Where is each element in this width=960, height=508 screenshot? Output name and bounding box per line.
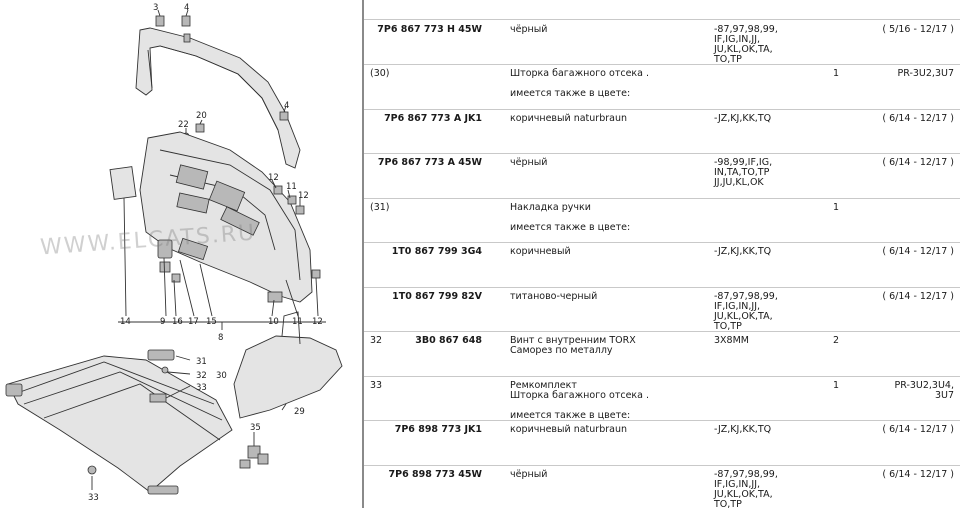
table-row: 7P6 867 773 H 45W чёрный -87,97,98,99, IF,… (364, 20, 960, 65)
callout-11: 11 (286, 182, 297, 192)
part-number-cell: 1T0 867 799 82V (392, 291, 482, 302)
table-row: 1T0 867 799 82V титаново-черный -87,97,98,… (364, 287, 960, 332)
callout-17: 17 (188, 317, 199, 327)
callout-12: 12 (312, 317, 323, 327)
parts-diagram: 3 4 4 20 22 12 11 12 14 9 16 17 15 10 11… (0, 0, 362, 508)
grip-part (147, 349, 175, 361)
table-row: 33 Ремкомплект Шторка багажного отсека . … (364, 376, 960, 421)
variant-codes-cell: -JZ,KJ,KK,TQ (714, 246, 772, 257)
table-row: 7P6 898 773 45W чёрный -87,97,98,99, IF,IG… (364, 465, 960, 508)
table-row: 7P6 867 773 A JK1 коричневый naturbraun -J… (364, 109, 960, 154)
table-row: (31) Накладка ручки имеется также в цвете… (364, 198, 960, 243)
callout-3: 3 (153, 3, 158, 13)
luggage-cover-roller (7, 355, 233, 493)
variant-codes-cell: -87,97,98,99, IF,IG,IN,JJ, JU,KL,OK,TA, … (714, 24, 778, 65)
description-cell: Винт с внутренним TORX Саморез по металл… (510, 335, 636, 356)
side-storage-panel (233, 335, 343, 419)
callout-9: 9 (160, 317, 165, 327)
clip-part (181, 15, 191, 27)
remark-cell: ( 6/14 - 12/17 ) (882, 469, 954, 480)
position-cell: 32 (370, 335, 383, 346)
parts-table: 7P6 867 773 H 45W чёрный -87,97,98,99, IF,… (364, 0, 960, 508)
description-cell: коричневый naturbraun (510, 113, 628, 124)
table-row: 1T0 867 799 3G4 коричневый -JZ,KJ,KK,TQ ( 6… (364, 242, 960, 288)
quantity-cell: 1 (832, 68, 840, 79)
description-cell: титаново-черный (510, 291, 598, 302)
callout-14: 14 (120, 317, 131, 327)
remark-cell: ( 6/14 - 12/17 ) (882, 113, 954, 124)
table-row: (30) Шторка багажного отсека . имеется та… (364, 64, 960, 110)
table-row: 32 3B0 867 648 Винт с внутренним TORX Само… (364, 331, 960, 377)
part-number-cell: 3B0 867 648 (415, 335, 482, 346)
callout-22: 22 (178, 120, 189, 130)
variant-codes-cell: -87,97,98,99, IF,IG,IN,JJ, JU,KL,OK,TA, … (714, 291, 778, 332)
remark-cell: ( 6/14 - 12/17 ) (882, 424, 954, 435)
callout-33: 33 (88, 493, 99, 503)
part-number-cell: 7P6 867 773 H 45W (377, 24, 482, 35)
position-cell: (31) (370, 202, 390, 213)
part-number-cell: 1T0 867 799 3G4 (391, 246, 482, 257)
callout-33: 33 (196, 383, 207, 393)
part-number-cell: 7P6 898 773 45W (388, 469, 482, 480)
variant-codes-cell: -98,99,IF,IG, IN,TA,TO,TP JJ,JU,KL,OK (714, 157, 773, 188)
quantity-cell: 1 (832, 202, 840, 213)
position-cell: 33 (370, 380, 383, 391)
clip-part (279, 111, 289, 121)
clip-part (155, 15, 165, 27)
callout-10: 10 (268, 317, 279, 327)
callout-35: 35 (250, 423, 261, 433)
table-top-border (364, 0, 960, 20)
callout-20: 20 (196, 111, 207, 121)
remark-cell: ( 6/14 - 12/17 ) (882, 157, 954, 168)
exploded-view-drawing: 3 4 4 20 22 12 11 12 14 9 16 17 15 10 11… (5, 3, 343, 503)
part-number-cell: 7P6 898 773 JK1 (394, 424, 482, 435)
description-cell: коричневый (510, 246, 571, 257)
description-cell: коричневый naturbraun (510, 424, 628, 435)
quantity-cell: 2 (832, 335, 840, 346)
description-cell: чёрный (510, 469, 548, 480)
callout-12: 12 (268, 173, 279, 183)
clip-part (183, 33, 191, 43)
remark-cell: PR-3U2,3U7 (897, 68, 954, 79)
callout-16: 16 (172, 317, 183, 327)
callout-15: 15 (206, 317, 217, 327)
description-cell: Ремкомплект Шторка багажного отсека . им… (510, 380, 650, 421)
variant-codes-cell: -87,97,98,99, IF,IG,IN,JJ, JU,KL,OK,TA, … (714, 469, 778, 508)
table-row: 7P6 867 773 A 45W чёрный -98,99,IF,IG, IN,… (364, 153, 960, 199)
remark-cell: ( 6/14 - 12/17 ) (882, 246, 954, 257)
cover-part (109, 166, 137, 200)
variant-codes-cell: -JZ,KJ,KK,TQ (714, 113, 772, 124)
description-cell: Накладка ручки имеется также в цвете: (510, 202, 631, 233)
part-number-cell: 7P6 867 773 A JK1 (384, 113, 482, 124)
callout-11: 11 (292, 317, 303, 327)
callout-29: 29 (294, 407, 305, 417)
remark-cell: ( 5/16 - 12/17 ) (882, 24, 954, 35)
callout-8: 8 (218, 333, 223, 343)
description-cell: Шторка багажного отсека . имеется также … (510, 68, 650, 99)
remark-cell: PR-3U2,3U4, 3U7 (894, 380, 955, 401)
variant-codes-cell: 3X8MM (714, 335, 749, 346)
quantity-cell: 1 (832, 380, 840, 391)
description-cell: чёрный (510, 157, 548, 168)
callout-4: 4 (184, 3, 189, 13)
callout-31: 31 (196, 357, 207, 367)
callout-32: 32 (196, 371, 207, 381)
position-cell: (30) (370, 68, 390, 79)
variant-codes-cell: -JZ,KJ,KK,TQ (714, 424, 772, 435)
callout-30: 30 (216, 371, 227, 381)
clip-part (195, 123, 205, 133)
remark-cell: ( 6/14 - 12/17 ) (882, 291, 954, 302)
handle-part (157, 239, 173, 259)
callout-12: 12 (298, 191, 309, 201)
description-cell: чёрный (510, 24, 548, 35)
table-row: 7P6 898 773 JK1 коричневый naturbraun -JZ,… (364, 420, 960, 466)
part-number-cell: 7P6 867 773 A 45W (377, 157, 482, 168)
callout-4: 4 (284, 101, 289, 111)
panel-divider (362, 0, 364, 508)
